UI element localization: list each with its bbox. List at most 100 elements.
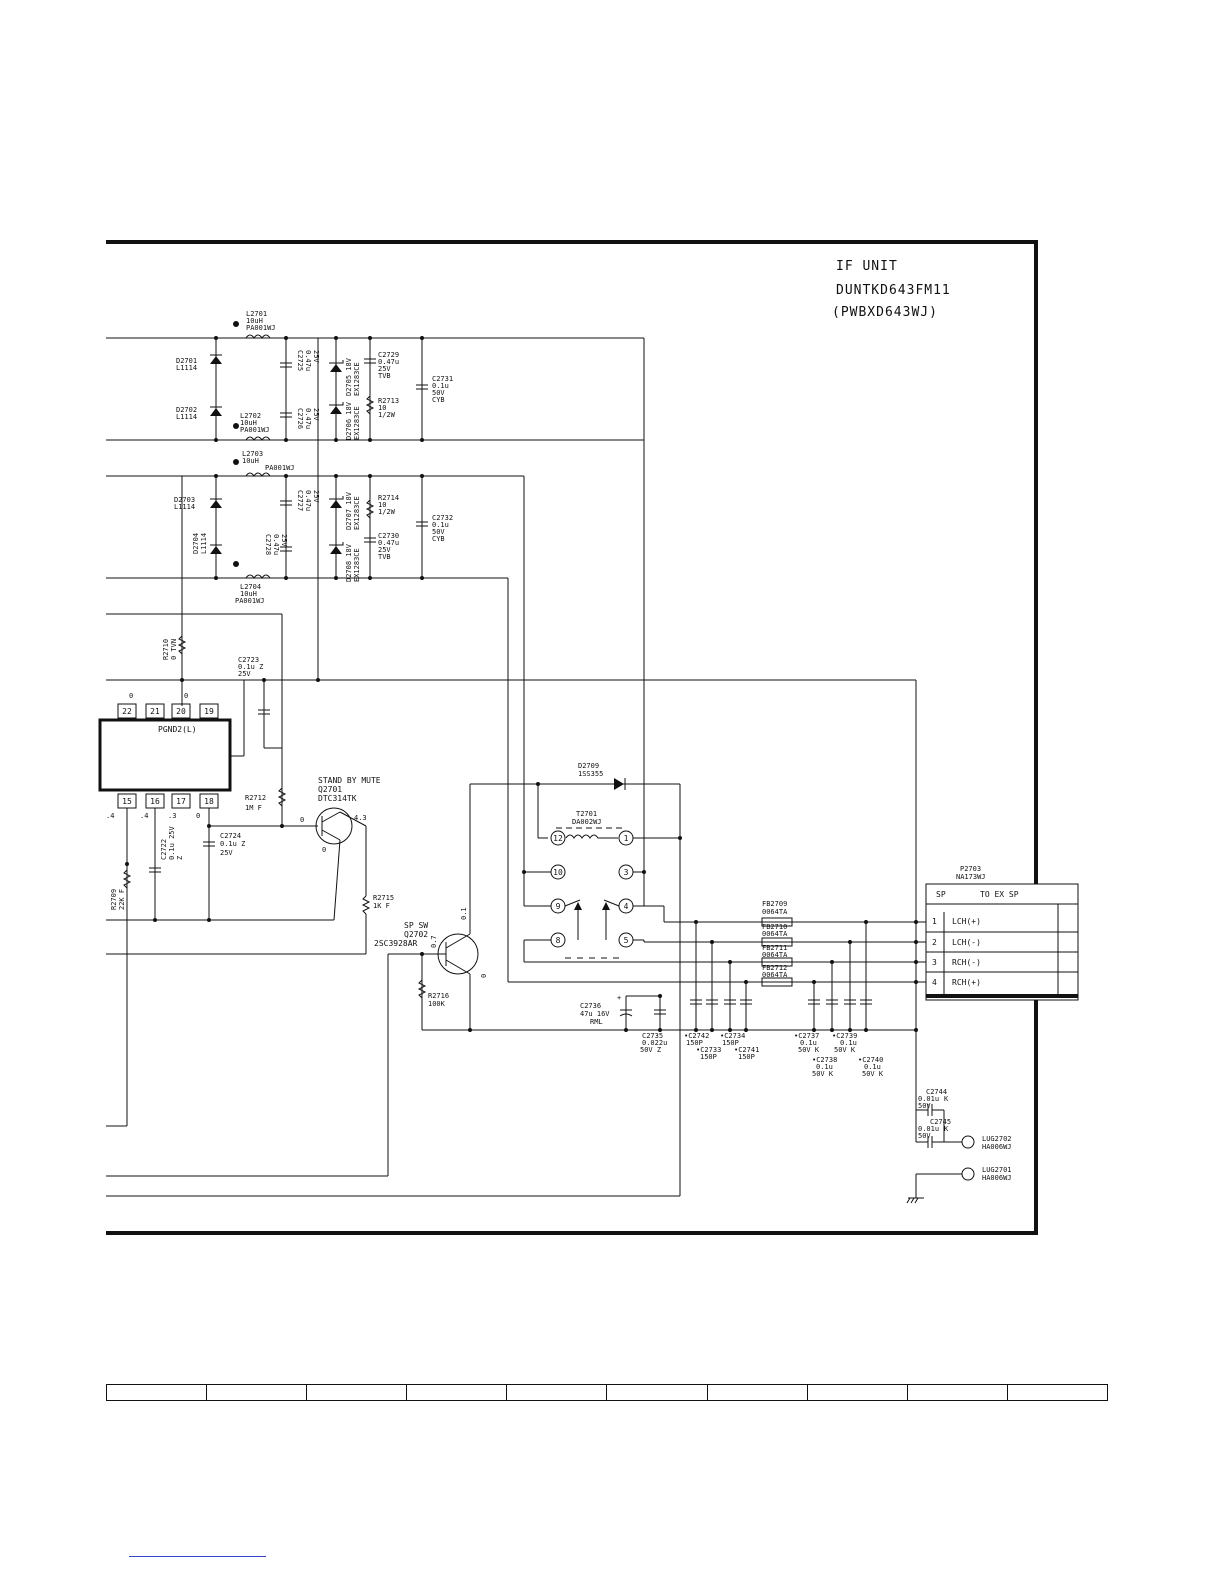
- svg-text:TVB: TVB: [378, 553, 391, 561]
- svg-text:47u 16V: 47u 16V: [580, 1010, 610, 1018]
- grid-cell: [107, 1385, 208, 1400]
- svg-text:RML: RML: [590, 1018, 603, 1026]
- svg-text:R2709: R2709: [110, 889, 118, 910]
- svg-text:C2723: C2723: [238, 656, 259, 664]
- svg-text:D2701: D2701: [176, 357, 197, 365]
- svg-text:50V: 50V: [432, 528, 445, 536]
- svg-text:RCH(-): RCH(-): [952, 958, 981, 967]
- grid-cell: [307, 1385, 408, 1400]
- svg-text:FB2710: FB2710: [762, 923, 787, 931]
- unit-model: DUNTKD643FM11: [836, 283, 951, 298]
- svg-text:C2726: C2726: [296, 408, 304, 429]
- svg-text:10uH: 10uH: [242, 457, 259, 465]
- svg-text:C2731: C2731: [432, 375, 453, 383]
- svg-text:FB2709: FB2709: [762, 900, 787, 908]
- inductor-l2701: L2701 10uH PA001WJ: [233, 310, 276, 339]
- svg-text:NA173WJ: NA173WJ: [956, 873, 986, 881]
- svg-text:TO EX SP: TO EX SP: [980, 890, 1019, 899]
- svg-text:0.01u: 0.01u: [918, 1095, 939, 1103]
- ic-power-amp: PGND2(L) 22 21 20 19 0 0 15 16 17 18 .4 …: [98, 680, 245, 820]
- svg-text:P2703: P2703: [960, 865, 981, 873]
- svg-text:0.1u: 0.1u: [840, 1039, 857, 1047]
- svg-text:LCH(+): LCH(+): [952, 917, 981, 926]
- svg-text:16: 16: [150, 797, 160, 806]
- input-c2722-r2709: C2722 0.1u 25V Z R2709 22K F: [106, 808, 366, 1127]
- inductor-l2702: L2702 10uH PA001WJ: [233, 412, 271, 441]
- svg-text:EX1283CE: EX1283CE: [353, 406, 361, 440]
- svg-text:L1114: L1114: [200, 533, 208, 554]
- svg-text:0.1u: 0.1u: [432, 521, 449, 529]
- svg-text:SP SW: SP SW: [404, 921, 428, 930]
- svg-text:C2744: C2744: [926, 1088, 947, 1096]
- svg-text:4: 4: [624, 902, 629, 911]
- svg-text:L2704: L2704: [240, 583, 261, 591]
- svg-text:0: 0: [322, 846, 326, 854]
- svg-text:25V: 25V: [238, 670, 251, 678]
- svg-text:•C2742: •C2742: [684, 1032, 709, 1040]
- svg-text:3: 3: [624, 868, 629, 877]
- svg-text:25V: 25V: [378, 546, 391, 554]
- svg-text:0.47u: 0.47u: [304, 490, 312, 511]
- svg-text:CYB: CYB: [432, 535, 445, 543]
- ic-bottom-pins: 15 16 17 18 .4 .4 .3 0: [106, 793, 219, 820]
- supply-rails: [106, 337, 916, 681]
- svg-text:1K F: 1K F: [373, 902, 390, 910]
- svg-text:•C2738: •C2738: [812, 1056, 837, 1064]
- svg-text:0.1u: 0.1u: [800, 1039, 817, 1047]
- svg-text:C2725: C2725: [296, 350, 304, 371]
- svg-text:0 TVN: 0 TVN: [170, 639, 178, 660]
- svg-text:PGND2(L): PGND2(L): [158, 725, 197, 734]
- chassis-lugs: C2744 0.01u 50V K C2745 0.01u 50V K LUG2…: [906, 1030, 1012, 1204]
- svg-text:EX1283CE: EX1283CE: [353, 548, 361, 582]
- svg-text:EX1283CE: EX1283CE: [353, 496, 361, 530]
- svg-text:Z: Z: [176, 856, 184, 860]
- svg-text:C2729: C2729: [378, 351, 399, 359]
- footer-link-underline[interactable]: [129, 1556, 266, 1557]
- diode-d2701-d2702: D2701 L1114 D2702 L1114: [176, 336, 222, 442]
- svg-text:.4: .4: [106, 812, 114, 820]
- inductor-l2703: L2703 10uH PA001WJ: [233, 450, 295, 477]
- svg-text:50V Z: 50V Z: [640, 1046, 661, 1054]
- svg-text:25V: 25V: [312, 408, 320, 421]
- svg-text:HA006WJ: HA006WJ: [982, 1143, 1012, 1151]
- svg-text:C2732: C2732: [432, 514, 453, 522]
- svg-text:2SC3928AR: 2SC3928AR: [374, 939, 418, 948]
- svg-text:0.7: 0.7: [430, 935, 438, 948]
- svg-text:50V: 50V: [432, 389, 445, 397]
- svg-text:18: 18: [204, 797, 214, 806]
- zener-diodes-d2705-d2708: D2705 18V EX1283CE D2706 18V EX1283CE D2…: [329, 336, 361, 582]
- sp-switch-q2702: SP SW Q2702 2SC3928AR 0.1 0.7 0 R2716 10…: [106, 784, 488, 1177]
- svg-text:•C2740: •C2740: [858, 1056, 883, 1064]
- svg-text:0.1u: 0.1u: [432, 382, 449, 390]
- svg-text:0.47u: 0.47u: [304, 408, 312, 429]
- zone-grid-strip: [106, 1384, 1108, 1401]
- svg-text:+: +: [617, 994, 621, 1002]
- grid-cell: [808, 1385, 908, 1400]
- svg-text:R2714: R2714: [378, 494, 399, 502]
- grid-cell: [207, 1385, 308, 1400]
- filter-c2729-r2713-c2731: C2729 0.47u 25V TVB R2713 10 1/2W C2731 …: [364, 336, 453, 442]
- svg-text:0.1u Z: 0.1u Z: [238, 663, 263, 671]
- svg-text:0064TA: 0064TA: [762, 908, 788, 916]
- svg-text:3: 3: [932, 958, 937, 967]
- svg-text:D2708 18V: D2708 18V: [345, 543, 353, 582]
- svg-text:0064TA: 0064TA: [762, 971, 788, 979]
- svg-text:0.1u: 0.1u: [864, 1063, 881, 1071]
- svg-text:25V: 25V: [378, 365, 391, 373]
- svg-text:K: K: [944, 1125, 949, 1133]
- svg-text:•C2741: •C2741: [734, 1046, 759, 1054]
- svg-text:C2728: C2728: [264, 534, 272, 555]
- svg-text:50V: 50V: [918, 1102, 931, 1110]
- svg-text:LUG2701: LUG2701: [982, 1166, 1012, 1174]
- svg-text:D2707 18V: D2707 18V: [345, 491, 353, 530]
- svg-text:25V: 25V: [312, 350, 320, 363]
- svg-text:.4: .4: [140, 812, 148, 820]
- grid-cell: [1008, 1385, 1107, 1400]
- svg-text:0: 0: [129, 692, 133, 700]
- svg-text:TVB: TVB: [378, 372, 391, 380]
- svg-text:9: 9: [556, 902, 561, 911]
- svg-text:PA001WJ: PA001WJ: [240, 426, 270, 434]
- svg-text:0.1u Z: 0.1u Z: [220, 840, 245, 848]
- svg-text:8: 8: [556, 936, 561, 945]
- svg-text:D2702: D2702: [176, 406, 197, 414]
